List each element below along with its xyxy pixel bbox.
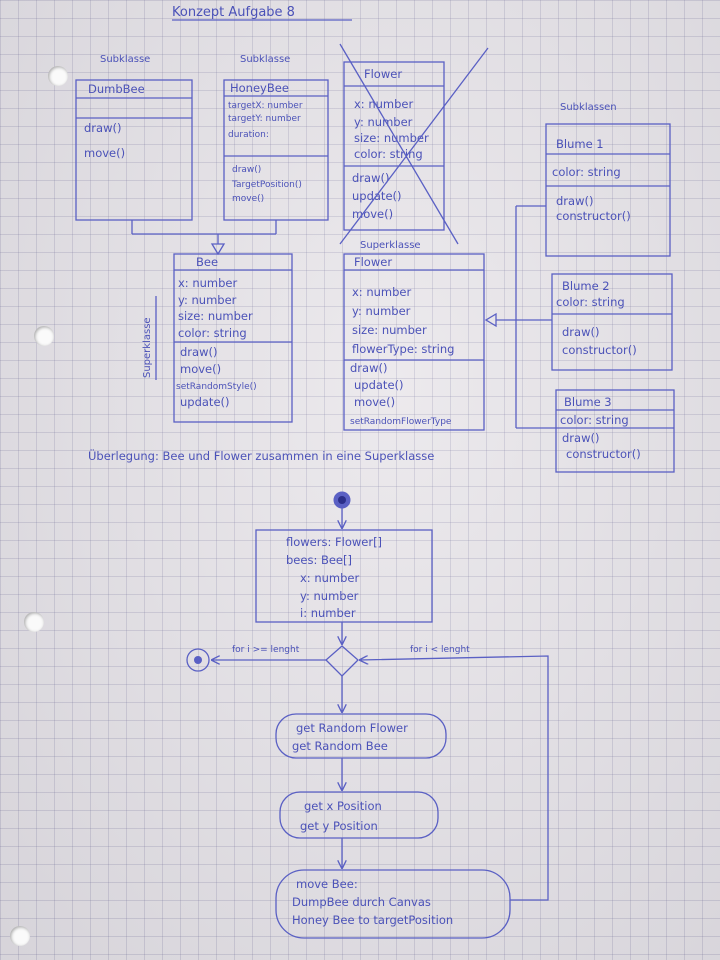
subclasses-label: Subklassen xyxy=(560,102,617,113)
method: move() xyxy=(180,362,221,376)
step-move xyxy=(275,869,511,939)
attribute: targetY: number xyxy=(228,114,301,124)
cross-out-line xyxy=(339,43,459,245)
decision-node xyxy=(325,645,359,677)
attribute: x: number xyxy=(352,285,411,299)
class-blume-2: Blume 2 color: string draw() constructor… xyxy=(551,273,673,371)
attribute: x: number xyxy=(354,97,413,111)
guard-left: for i >= lenght xyxy=(232,645,300,655)
class-honeybee: Subklasse HoneyBee targetX: number targe… xyxy=(223,54,329,221)
class-blume-1: Blume 1 color: string draw() constructor… xyxy=(545,123,671,257)
method: update() xyxy=(180,395,230,409)
init-box xyxy=(255,529,433,623)
method: TargetPosition() xyxy=(231,180,302,190)
attribute: color: string xyxy=(560,413,629,427)
inheritance-bee xyxy=(131,220,277,256)
method: draw() xyxy=(556,194,593,208)
class-stereotype: Superklasse xyxy=(360,240,421,251)
attribute: color: string xyxy=(556,295,625,309)
punch-hole xyxy=(48,66,68,86)
step-line: Honey Bee to targetPosition xyxy=(292,913,453,927)
punch-hole xyxy=(24,612,44,632)
loop-back-arrow xyxy=(360,656,549,901)
method: update() xyxy=(354,378,404,392)
method: move() xyxy=(354,395,395,409)
step-line: get y Position xyxy=(300,819,378,833)
method: move() xyxy=(352,207,393,221)
init-line: bees: Bee[] xyxy=(286,553,352,567)
class-bee: Superklasse Bee x: number y: number size… xyxy=(142,253,293,423)
start-node-core xyxy=(338,496,346,504)
attribute: y: number xyxy=(354,115,413,129)
init-line: i: number xyxy=(300,606,356,620)
end-node xyxy=(186,648,210,672)
method: draw() xyxy=(350,361,387,375)
class-blume-3: Blume 3 color: string draw() constructor… xyxy=(555,389,675,473)
method: draw() xyxy=(180,345,217,359)
class-name: Flower xyxy=(364,67,402,81)
class-name: Blume 2 xyxy=(562,279,610,293)
init-line: flowers: Flower[] xyxy=(286,535,382,549)
class-name: HoneyBee xyxy=(230,81,289,95)
class-name: DumbBee xyxy=(88,82,145,96)
method: draw() xyxy=(352,171,389,185)
step-random xyxy=(275,713,447,759)
class-name: Blume 1 xyxy=(556,137,604,151)
design-note: Überlegung: Bee und Flower zusammen in e… xyxy=(88,447,434,463)
activity-diagram: flowers: Flower[] bees: Bee[] x: number … xyxy=(186,491,549,939)
init-line: y: number xyxy=(300,589,359,603)
attribute: size: number xyxy=(352,323,427,337)
page-title: Konzept Aufgabe 8 xyxy=(172,5,295,20)
cross-out-line xyxy=(339,47,489,245)
class-name: Blume 3 xyxy=(564,395,612,409)
step-line: get x Position xyxy=(304,799,382,813)
step-line: DumpBee durch Canvas xyxy=(292,895,431,909)
class-stereotype: Superklasse xyxy=(142,317,153,378)
class-name: Flower xyxy=(354,255,392,269)
attribute: targetX: number xyxy=(228,101,303,111)
class-dumbbee: Subklasse DumbBee draw() move() xyxy=(75,54,193,221)
attribute: x: number xyxy=(178,276,237,290)
step-line: move Bee: xyxy=(296,877,358,891)
attribute: color: string xyxy=(178,326,247,340)
class-flower-crossed-out: Flower x: number y: number size: number … xyxy=(339,43,489,245)
class-name: Bee xyxy=(196,255,218,269)
method: move() xyxy=(232,194,264,204)
method: setRandomStyle() xyxy=(176,382,257,392)
attribute: y: number xyxy=(352,304,411,318)
class-stereotype: Subklasse xyxy=(100,54,150,65)
attribute: flowerType: string xyxy=(352,342,454,356)
attribute: size: number xyxy=(178,309,253,323)
attribute: size: number xyxy=(354,131,429,145)
end-node-core xyxy=(194,656,202,664)
method: draw() xyxy=(84,121,121,135)
attribute: y: number xyxy=(178,293,237,307)
guard-right: for i < lenght xyxy=(410,645,470,655)
method: draw() xyxy=(562,431,599,445)
method: constructor() xyxy=(562,343,637,357)
punch-hole xyxy=(34,326,54,346)
method: constructor() xyxy=(556,209,631,223)
method: constructor() xyxy=(566,447,641,461)
method: draw() xyxy=(562,325,599,339)
step-line: get Random Flower xyxy=(296,721,408,735)
inheritance-flower xyxy=(484,205,556,429)
method: move() xyxy=(84,146,125,160)
step-position xyxy=(279,791,439,839)
attribute: duration: xyxy=(228,130,269,140)
class-flower: Superklasse Flower x: number y: number s… xyxy=(343,240,485,431)
method: draw() xyxy=(232,165,261,175)
class-stereotype: Subklasse xyxy=(240,54,290,65)
init-line: x: number xyxy=(300,571,359,585)
notebook-spiral xyxy=(0,0,68,960)
attribute: color: string xyxy=(552,165,621,179)
method: setRandomFlowerType xyxy=(350,417,452,427)
step-line: get Random Bee xyxy=(292,739,388,753)
punch-hole xyxy=(10,926,30,946)
